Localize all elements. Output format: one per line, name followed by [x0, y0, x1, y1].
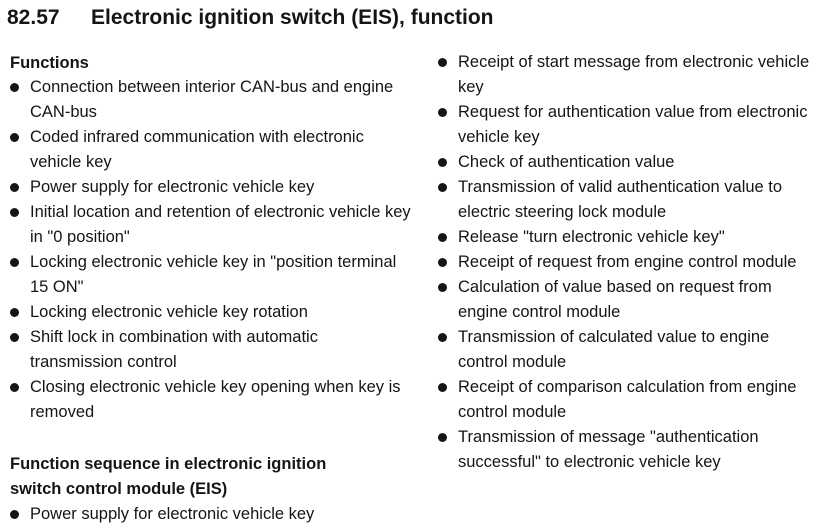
bullet-icon: [438, 58, 447, 67]
list-item: Receipt of request from engine control m…: [438, 250, 823, 275]
title-text: Electronic ignition switch (EIS), functi…: [91, 6, 494, 29]
list-item-text: Power supply for electronic vehicle key: [30, 178, 315, 196]
list-item: Closing electronic vehicle key opening w…: [10, 375, 415, 425]
bullet-icon: [438, 183, 447, 192]
sequence-heading: Function sequence in electronic ignition…: [10, 455, 327, 498]
list-item-text: Check of authentication value: [458, 153, 675, 171]
list-item-text: Locking electronic vehicle key rotation: [30, 303, 308, 321]
list-item: Transmission of calculated value to engi…: [438, 325, 823, 375]
list-item: Release "turn electronic vehicle key": [438, 225, 823, 250]
functions-list: Connection between interior CAN-bus and …: [10, 75, 415, 425]
list-item-text: Coded infrared communication with electr…: [30, 128, 364, 171]
list-item: Transmission of message "authentication …: [438, 425, 823, 475]
bullet-icon: [438, 333, 447, 342]
list-item-text: Request for authentication value from el…: [458, 103, 808, 146]
list-item-text: Locking electronic vehicle key in "posit…: [30, 253, 397, 296]
list-item-text: Receipt of request from engine control m…: [458, 253, 797, 271]
list-item-text: Power supply for electronic vehicle key: [30, 505, 315, 523]
list-item: Check of authentication value: [438, 150, 823, 175]
list-item: Calculation of value based on request fr…: [438, 275, 823, 325]
bullet-icon: [10, 510, 19, 519]
bullet-icon: [10, 133, 19, 142]
bullet-icon: [438, 283, 447, 292]
bullet-icon: [10, 333, 19, 342]
list-item-text: Transmission of calculated value to engi…: [458, 328, 770, 371]
sequence-list-left: Power supply for electronic vehicle key: [10, 502, 415, 527]
bullet-icon: [10, 308, 19, 317]
list-item: Transmission of valid authentication val…: [438, 175, 823, 225]
bullet-icon: [10, 258, 19, 267]
section-number: 82.57: [7, 6, 60, 29]
list-item: Power supply for electronic vehicle key: [10, 502, 415, 527]
bullet-icon: [10, 383, 19, 392]
bullet-icon: [438, 258, 447, 267]
functions-heading: Functions: [10, 54, 89, 72]
list-item: Receipt of start message from electronic…: [438, 50, 823, 100]
bullet-icon: [438, 233, 447, 242]
list-item: Shift lock in combination with automatic…: [10, 325, 415, 375]
list-item: Initial location and retention of electr…: [10, 200, 415, 250]
sequence-list-right: Receipt of start message from electronic…: [438, 50, 823, 475]
list-item-text: Transmission of message "authentication …: [458, 428, 759, 471]
bullet-icon: [438, 158, 447, 167]
list-item-text: Receipt of comparison calculation from e…: [458, 378, 797, 421]
list-item-text: Shift lock in combination with automatic…: [30, 328, 318, 371]
bullet-icon: [10, 83, 19, 92]
list-item-text: Transmission of valid authentication val…: [458, 178, 783, 221]
list-item: Request for authentication value from el…: [438, 100, 823, 150]
list-item: Locking electronic vehicle key rotation: [10, 300, 415, 325]
list-item-text: Closing electronic vehicle key opening w…: [30, 378, 401, 421]
bullet-icon: [10, 183, 19, 192]
list-item-text: Connection between interior CAN-bus and …: [30, 78, 394, 121]
bullet-icon: [438, 433, 447, 442]
list-item-text: Receipt of start message from electronic…: [458, 53, 810, 96]
list-item-text: Release "turn electronic vehicle key": [458, 228, 725, 246]
list-item: Coded infrared communication with electr…: [10, 125, 415, 175]
list-item-text: Calculation of value based on request fr…: [458, 278, 772, 321]
list-item: Connection between interior CAN-bus and …: [10, 75, 415, 125]
bullet-icon: [438, 383, 447, 392]
list-item: Receipt of comparison calculation from e…: [438, 375, 823, 425]
bullet-icon: [10, 208, 19, 217]
list-item: Locking electronic vehicle key in "posit…: [10, 250, 415, 300]
list-item-text: Initial location and retention of electr…: [30, 203, 411, 246]
page-title: 82.57 Electronic ignition switch (EIS), f…: [7, 6, 494, 30]
bullet-icon: [438, 108, 447, 117]
list-item: Power supply for electronic vehicle key: [10, 175, 415, 200]
